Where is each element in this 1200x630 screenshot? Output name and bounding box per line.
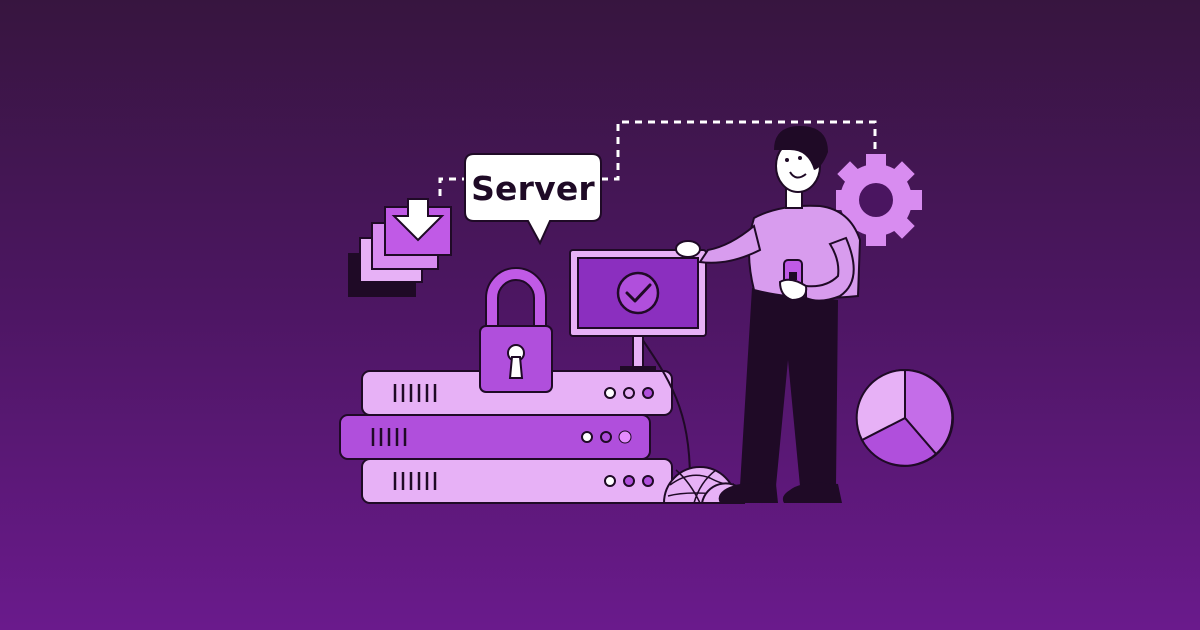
- padlock-icon: [479, 267, 553, 393]
- monitor-cable: [639, 335, 691, 481]
- speech-bubble: [464, 153, 602, 246]
- download-icon: [348, 198, 452, 297]
- speech-bubble-label: Server: [471, 168, 595, 208]
- dashed-connector: [438, 120, 877, 196]
- server-unit-bottom: [361, 458, 673, 504]
- server-rack: [339, 370, 673, 504]
- checkmark-icon: [616, 271, 660, 315]
- monitor: [569, 249, 707, 372]
- person-figure: [675, 126, 862, 503]
- server-unit-middle: [339, 414, 651, 460]
- pie-chart-icon: [855, 368, 954, 467]
- gear-icon: [836, 154, 922, 246]
